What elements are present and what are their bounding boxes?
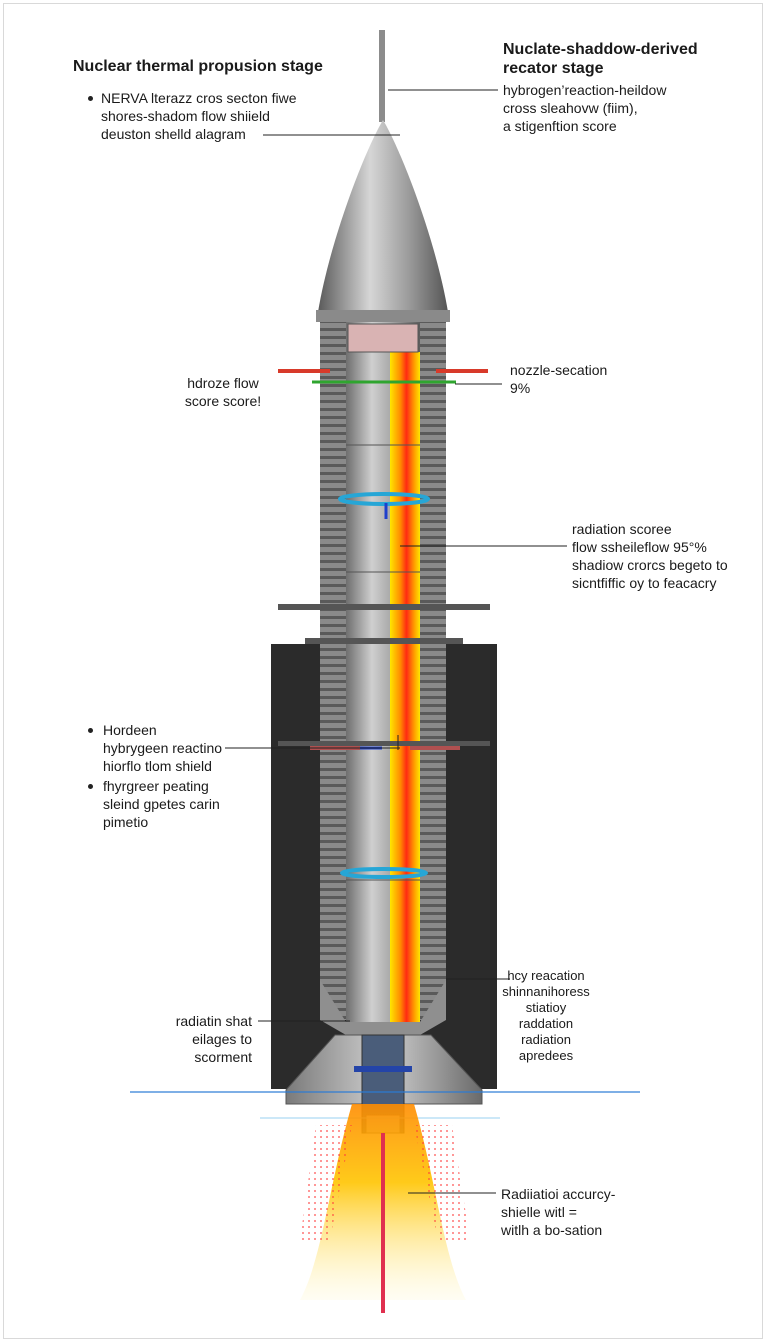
left-bottom-label-line-3: scorment [194,1049,252,1065]
right-bottom-label: hcy reacation shinnanihoress stiatioy ra… [490,968,602,1064]
bullet-label-2-line-1: fhyrgreer peating [103,778,209,794]
hydro-flow-label-line-1: hdroze flow [187,375,259,391]
cone-collar [316,310,450,322]
right-bottom-label-line-4: raddation [518,1016,574,1031]
right-bottom-label-line-2: shinnanihoress [502,984,590,999]
hot-core-stripe [390,352,420,1022]
title-right-line-2: recator stage [503,60,604,77]
right-top-label-line-2: cross sleahovw (fiim), [503,100,638,116]
exhaust-label: Radiiatioi accurcy- shielle witl = witlh… [501,1185,615,1239]
right-bottom-label-line-5: radiation [521,1032,571,1047]
coolant-ring-1 [338,492,430,506]
left-bottom-label: radiatin shat eilages to scorment [140,1012,252,1066]
mid-flange [278,604,490,610]
coolant-ring-2 [340,867,428,879]
right-top-label-line-1: hybrogen’reaction-heildow [503,82,667,98]
right-top-label: hybrogen’reaction-heildow cross sleahovw… [503,81,666,135]
title-right-line-1: Nuclate-shaddow-derived [503,41,698,58]
bullet-dot [88,728,93,733]
bullet-label-1-line-1: Hordeen [103,722,157,738]
left-ribbed-wall [320,320,346,1020]
left-top-label-line-2: shores-shadom flow shiield [101,108,270,124]
bullet-dot [88,784,93,789]
hydro-flow-label-line-2: score score! [184,393,262,409]
bullet-label-2-line-2: sleind gpetes carin [103,796,220,812]
right-ribbed-wall [420,320,446,1020]
nozzle-label-line-2: 9% [510,380,531,396]
right-bottom-label-line-1: hcy reacation [507,968,585,983]
left-top-label: NERVA lterazz cros secton fiwe shores-sh… [101,89,297,143]
nozzle-label: nozzle-secation 9% [510,361,607,397]
hydro-flow-label: hdroze flow score score! [168,374,278,410]
top-chamber [347,323,419,353]
title-left: Nuclear thermal propusion stage [73,58,323,75]
exhaust-core-beam [381,1133,385,1313]
exhaust-label-line-3: witlh a bo-sation [501,1222,603,1238]
left-top-label-line-3: deuston shelld alagram [101,126,246,142]
bullet-label-2-line-3: pimetio [103,814,149,830]
radiation-score-label-line-4: sicntfiffic oy to feacacry [572,575,717,591]
bullet-dot [88,96,93,101]
radiation-score-label: radiation scoree flow ssheileflow 95°% s… [572,520,728,592]
radiation-score-label-line-2: flow ssheileflow 95°% [572,539,707,555]
right-bottom-label-line-3: stiatioy [525,1000,567,1015]
left-bottom-label-line-2: eilages to [192,1031,252,1047]
antenna-mast [379,30,385,122]
right-bottom-label-line-6: apredees [518,1048,574,1063]
radiation-score-label-line-3: shadiow crorcs begeto to [572,557,728,573]
exhaust-label-line-2: shielle witl = [501,1204,577,1220]
diagram-frame [3,3,763,1339]
exhaust-label-line-1: Radiiatioi accurcy- [501,1186,616,1202]
bullet-label-2: fhyrgreer peating sleind gpetes carin pi… [103,777,220,831]
radiation-score-label-line-1: radiation scoree [572,521,672,537]
left-bottom-label-line-1: radiatin shat [175,1013,252,1029]
title-right: Nuclate-shaddow-derived recator stage [503,40,698,78]
bullet-label-1-line-2: hybrygeen reactino [103,740,223,756]
right-top-label-line-3: a stigenftion score [503,118,617,134]
bullet-label-1: Hordeen hybrygeen reactino hiorflo tlom … [103,721,222,775]
bullet-label-1-line-3: hiorflo tlom shield [103,758,212,774]
nozzle-label-line-1: nozzle-secation [510,362,608,378]
left-top-label-line-1: NERVA lterazz cros secton fiwe [101,90,297,106]
nose-cone [318,120,448,312]
